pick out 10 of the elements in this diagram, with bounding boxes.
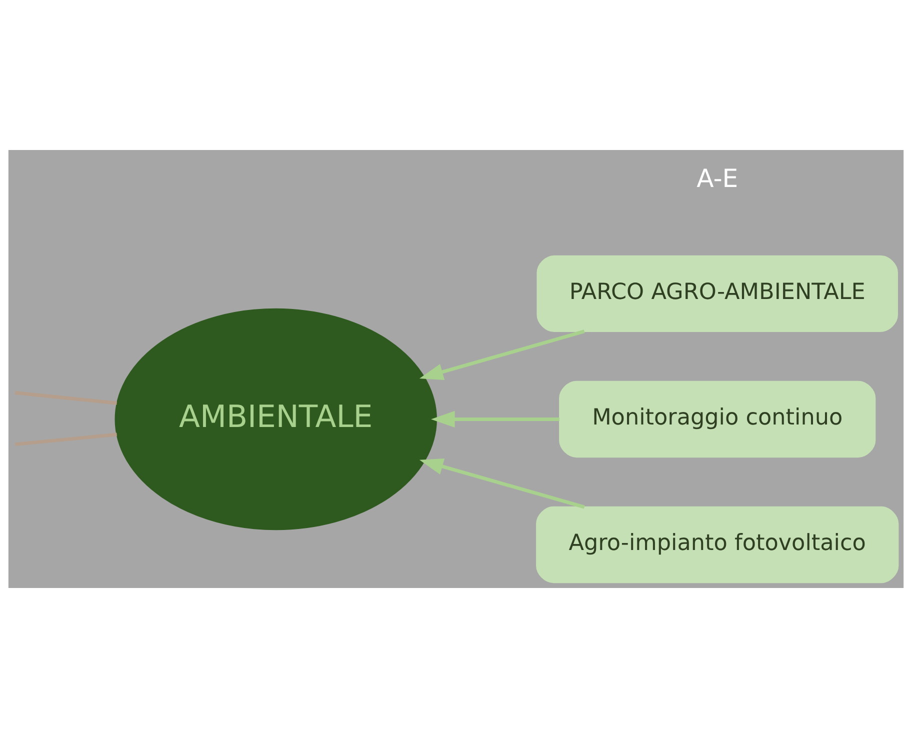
arrow [419, 330, 585, 380]
connector [14, 432, 117, 446]
node-box: PARCO AGRO-AMBIENTALE [536, 255, 898, 332]
node-ellipse: AMBIENTALE [114, 308, 437, 530]
label: A-E [696, 164, 738, 193]
node-box: Agro-impianto fotovoltaico [536, 506, 899, 584]
connector [14, 391, 117, 405]
arrow [431, 410, 560, 428]
arrow [419, 458, 585, 509]
node-box: Monitoraggio continuo [559, 380, 876, 458]
